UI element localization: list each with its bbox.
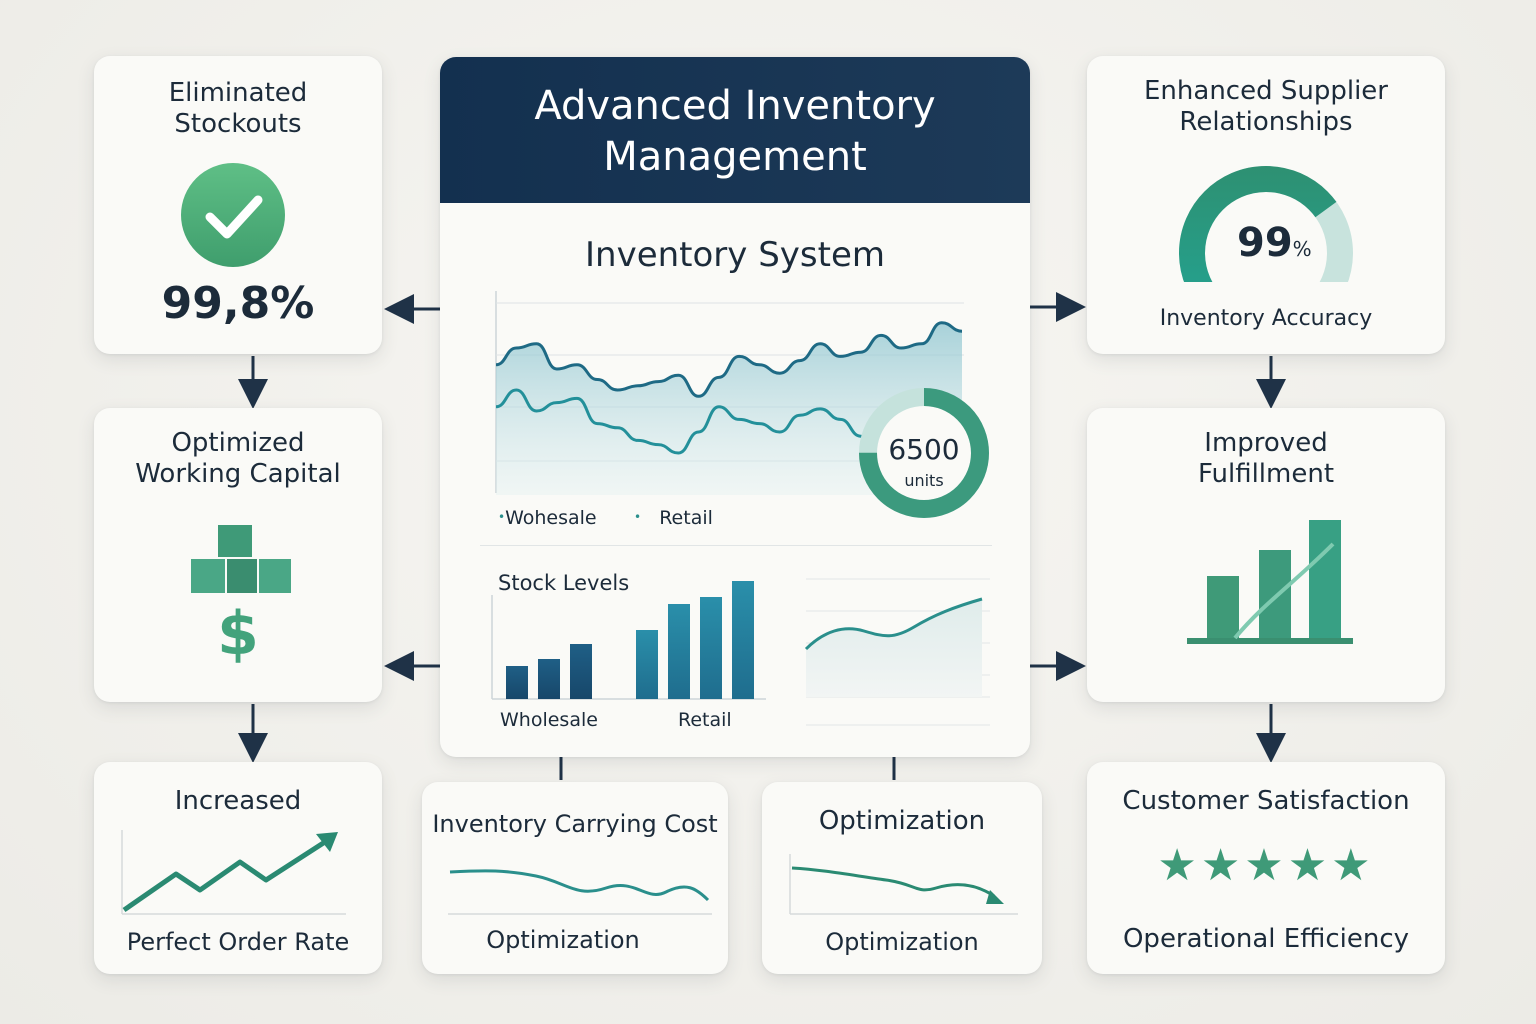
- star-icon: ★: [1200, 840, 1245, 891]
- boxes-icon: [189, 523, 293, 595]
- supplier-title-line1: Enhanced Supplier: [1144, 76, 1388, 106]
- main-panel: Advanced Inventory Management Inventory …: [440, 57, 1030, 757]
- legend-item-wholesale: •Wohesale: [498, 507, 597, 529]
- card-supplier: Enhanced Supplier Relationships 99% Inve…: [1087, 56, 1445, 354]
- card-stockouts: Eliminated Stockouts 99,8%: [94, 56, 382, 354]
- supplier-title: Enhanced Supplier Relationships: [1087, 76, 1445, 138]
- bar-label-wholesale: Wholesale: [500, 709, 598, 731]
- increased-caption: Perfect Order Rate: [126, 928, 350, 956]
- donut-unit: units: [904, 471, 944, 490]
- bar-retail: [700, 597, 722, 699]
- trend-up-icon: [121, 830, 346, 915]
- dollar-icon: $: [217, 599, 259, 669]
- supplier-gauge-unit: %: [1292, 237, 1312, 261]
- units-donut: [859, 388, 989, 518]
- area-fill: [496, 322, 962, 495]
- satisfaction-title: Customer Satisfaction: [1122, 786, 1410, 816]
- working-capital-title-line2: Working Capital: [135, 459, 341, 490]
- bar-wholesale: [570, 644, 592, 699]
- star-icon: ★: [1331, 840, 1375, 891]
- bar-retail: [668, 604, 690, 699]
- satisfaction-caption: Operational Efficiency: [1122, 924, 1410, 954]
- bar-retail: [636, 630, 658, 699]
- bar-retail: [732, 581, 754, 699]
- stockouts-value: 99,8%: [161, 278, 315, 329]
- carrying-cost-title: Inventory Carrying Cost: [432, 810, 718, 838]
- decline-arrow-icon: [789, 854, 1018, 915]
- optimization-title: Optimization: [818, 806, 986, 836]
- fulfillment-title-line2: Fulfillment: [1197, 459, 1335, 490]
- card-optimization: Optimization Optimization: [762, 782, 1042, 974]
- stock-levels-title: Stock Levels: [498, 571, 630, 595]
- main-header: Advanced Inventory Management: [440, 57, 1030, 203]
- working-capital-title: Optimized Working Capital: [94, 428, 382, 490]
- wholesale-series-line: [495, 321, 963, 398]
- bar-label-retail: Retail: [678, 709, 732, 731]
- bar-wholesale: [538, 659, 560, 699]
- stockouts-title-line1: Eliminated: [168, 78, 308, 108]
- legend-label-retail: Retail: [659, 507, 713, 529]
- card-satisfaction: Customer Satisfaction ★★★★★ Operational …: [1087, 762, 1445, 974]
- legend-item-retail: • Retail: [634, 507, 713, 529]
- mini-line-series: [804, 597, 983, 651]
- mini-line-chart: [804, 578, 990, 726]
- section-divider: [480, 545, 992, 546]
- card-carrying-cost: Inventory Carrying Cost Optimization: [422, 782, 728, 974]
- card-increased: Increased Perfect Order Rate: [94, 762, 382, 974]
- increased-title: Increased: [174, 786, 302, 816]
- legend-dot-icon: •: [498, 510, 506, 524]
- legend-label-wholesale: Wohesale: [505, 507, 597, 529]
- main-title-line2: Management: [603, 133, 867, 180]
- stockouts-title: Eliminated Stockouts: [94, 78, 382, 140]
- carrying-cost-caption: Optimization: [486, 926, 640, 954]
- star-icon: ★: [1287, 840, 1332, 891]
- bar-wholesale: [506, 666, 528, 699]
- stockouts-title-line2: Stockouts: [174, 109, 302, 140]
- star-icon: ★: [1244, 840, 1288, 891]
- trend-down-icon: [448, 869, 712, 915]
- main-title: Advanced Inventory Management: [440, 81, 1030, 183]
- main-title-line1: Advanced Inventory: [534, 83, 936, 129]
- supplier-gauge-value: 99: [1237, 220, 1293, 266]
- bar-growth-icon: [1187, 520, 1353, 644]
- optimization-caption: Optimization: [825, 928, 979, 956]
- supplier-caption: Inventory Accuracy: [1159, 306, 1373, 331]
- inventory-system-title: Inventory System: [585, 235, 885, 275]
- working-capital-title-line1: Optimized: [171, 428, 305, 458]
- star-icon: ★: [1157, 840, 1201, 891]
- rating-stars: ★★★★★: [1087, 840, 1445, 893]
- donut-value: 6500: [888, 433, 960, 466]
- check-icon: [181, 163, 285, 267]
- legend-dot-icon: •: [634, 510, 642, 524]
- fulfillment-title-line1: Improved: [1204, 428, 1328, 458]
- fulfillment-title: Improved Fulfillment: [1087, 428, 1445, 490]
- supplier-gauge-readout: 99%: [1237, 220, 1312, 266]
- supplier-title-line2: Relationships: [1179, 107, 1353, 138]
- card-fulfillment: Improved Fulfillment: [1087, 408, 1445, 702]
- card-working-capital: Optimized Working Capital $: [94, 408, 382, 702]
- accuracy-gauge: [1177, 166, 1355, 288]
- stock-levels-bar-chart: [491, 581, 766, 700]
